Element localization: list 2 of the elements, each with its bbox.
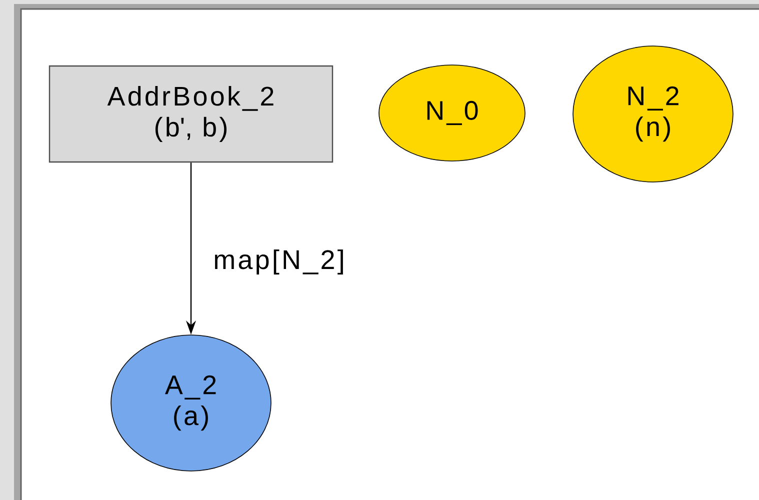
record-box: AddrBook_2 (b', b) xyxy=(48,65,334,163)
edge-label: map[N_2] xyxy=(212,248,346,276)
